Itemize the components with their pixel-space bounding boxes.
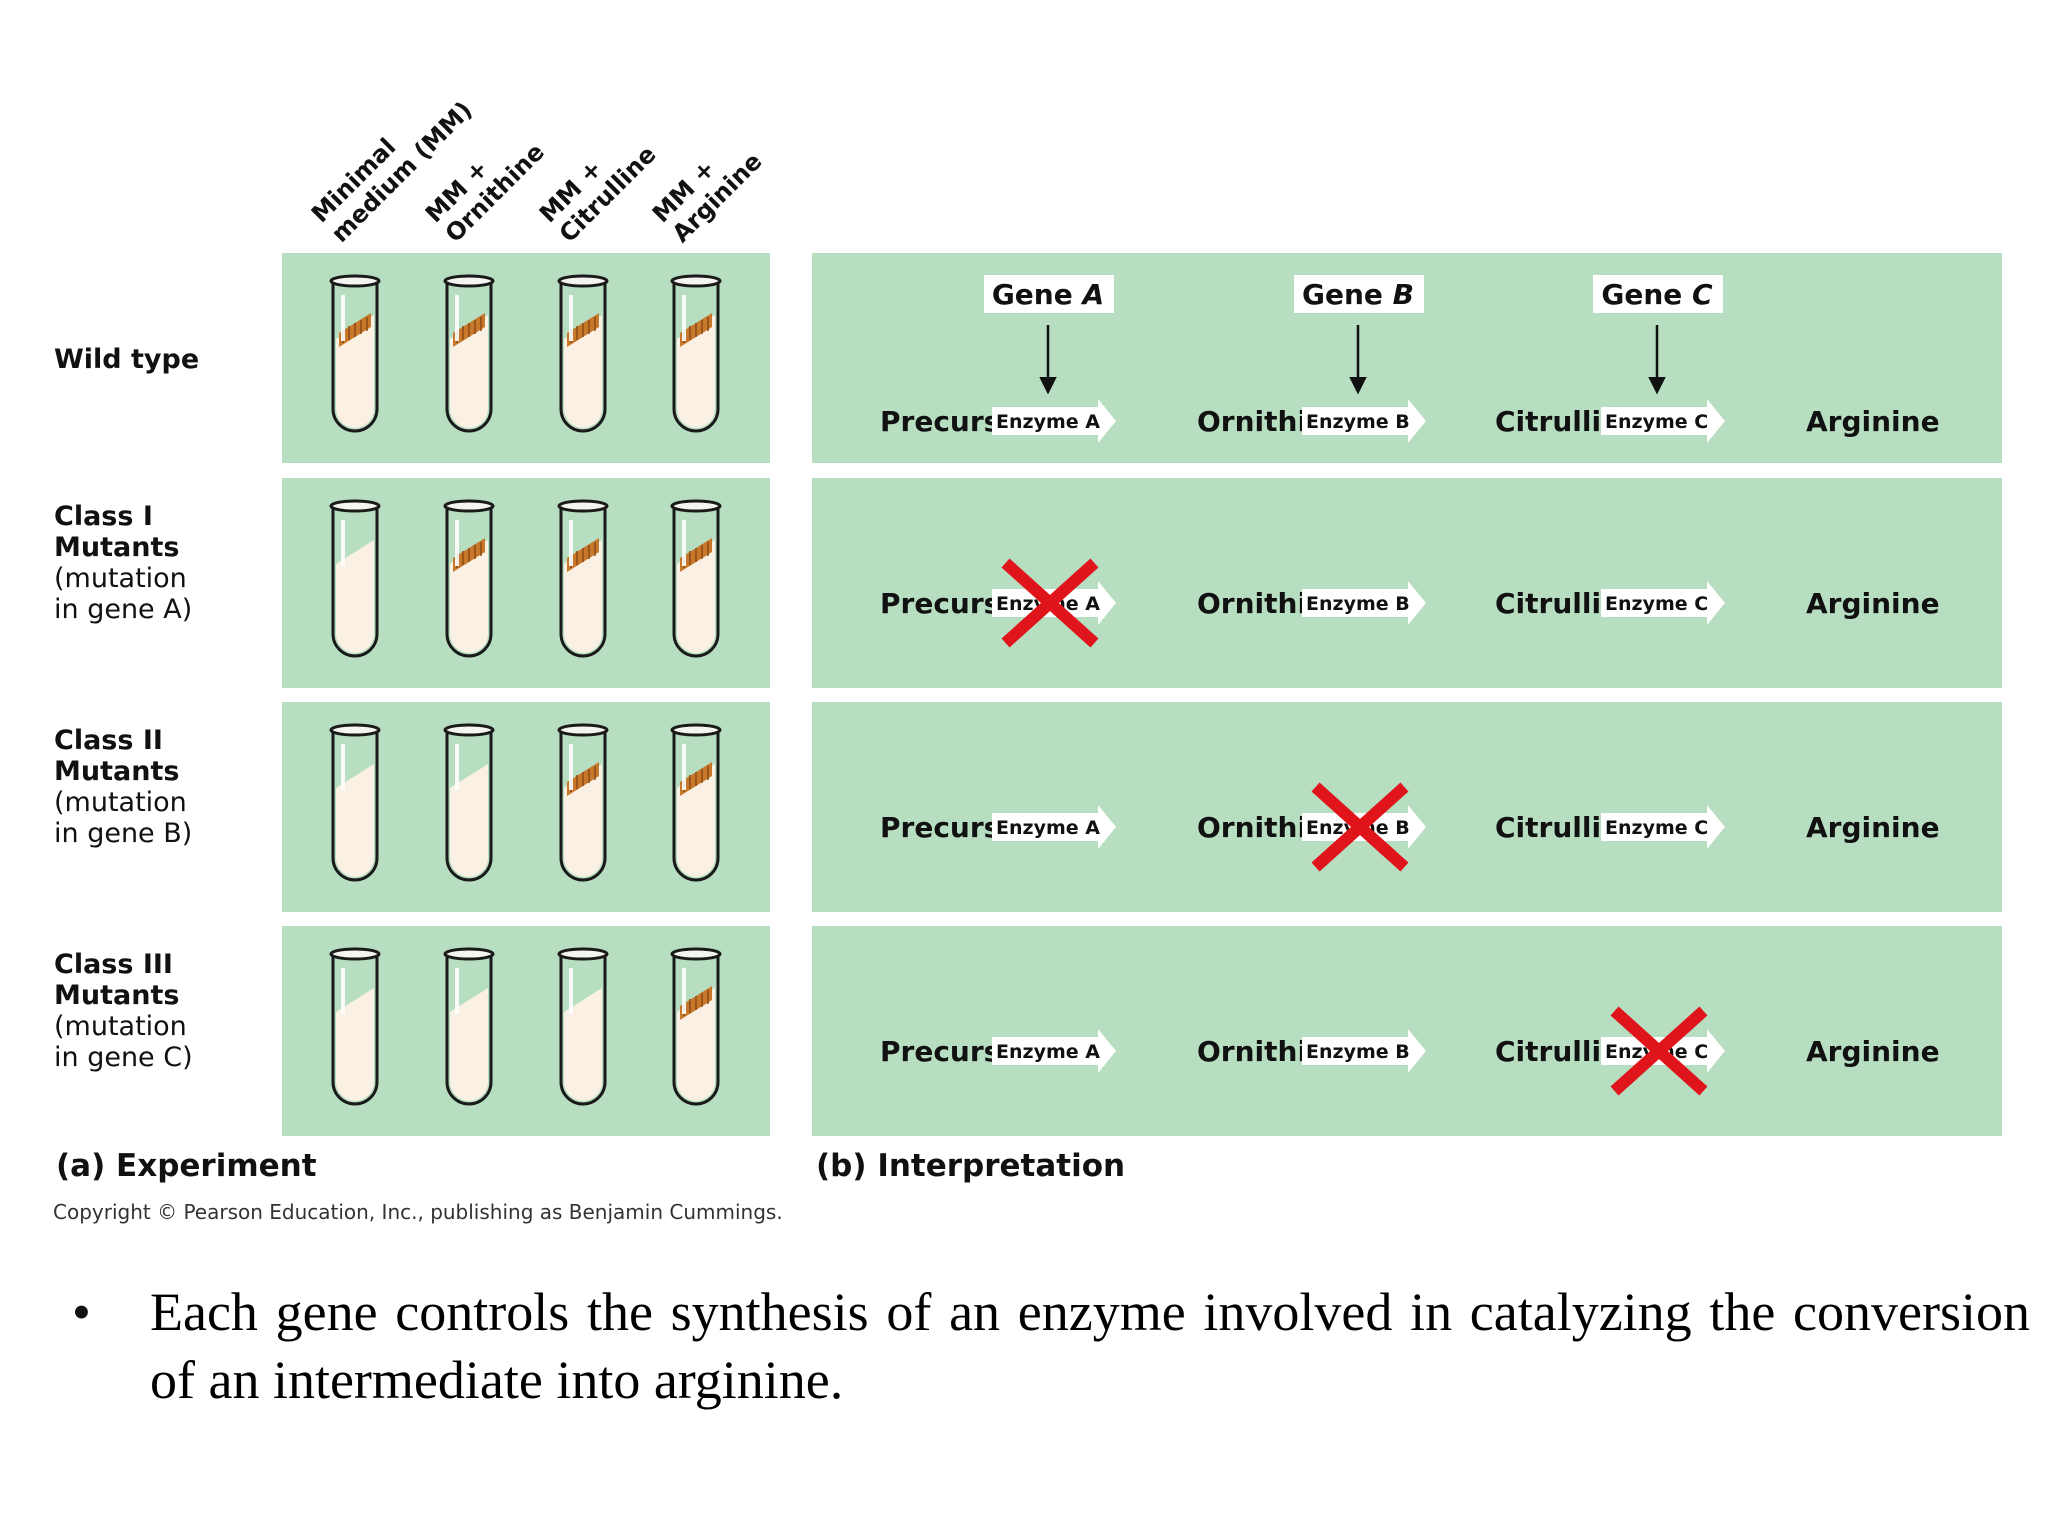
tube-no-growth [557, 947, 609, 1106]
tube-growth [443, 274, 495, 433]
tube-growth [670, 947, 722, 1106]
tube-no-growth [443, 947, 495, 1106]
tube-no-growth [443, 723, 495, 882]
row-label-line: (mutation [54, 787, 187, 818]
tube-growth [670, 723, 722, 882]
row-label-line: Class III [54, 949, 173, 980]
tube-growth [557, 723, 609, 882]
svg-text:Gene A: Gene A [992, 278, 1104, 311]
bullet-symbol: • [72, 1282, 91, 1342]
row-label-line: Class II [54, 725, 163, 756]
tube-growth [670, 499, 722, 658]
row-label-line: (mutation [54, 1011, 187, 1042]
row-label-line: Mutants [54, 532, 179, 563]
enzyme-label: Enzyme B [1306, 1041, 1410, 1063]
test-tubes [329, 274, 722, 1106]
enzyme-label: Enzyme B [1306, 593, 1410, 615]
interpretation-row-panel [812, 926, 2002, 1136]
tube-growth [670, 274, 722, 433]
gene-labels: Gene A Gene B Gene C [984, 275, 1723, 395]
enzyme-arrow: Enzyme B [1302, 399, 1426, 443]
enzyme-arrow: Enzyme B [1302, 1029, 1426, 1073]
tube-growth [329, 274, 381, 433]
enzyme-label: Enzyme A [996, 1041, 1100, 1063]
row-label-line: Mutants [54, 756, 179, 787]
tube-growth [557, 274, 609, 433]
experiment-caption: (a) Experiment [56, 1148, 317, 1184]
compound-arginine: Arginine [1806, 811, 1940, 844]
enzyme-arrow: Enzyme C [1601, 399, 1725, 443]
enzyme-arrow: Enzyme C [1601, 1006, 1725, 1096]
row-label-line: in gene B) [54, 818, 192, 849]
svg-text:Gene B: Gene B [1302, 278, 1414, 311]
enzyme-label: Enzyme A [996, 411, 1100, 433]
enzyme-label: Enzyme C [1605, 593, 1708, 615]
row-label-line: Wild type [54, 344, 199, 375]
column-header: MM +Arginine [647, 147, 768, 248]
enzyme-label: Enzyme C [1605, 411, 1708, 433]
tube-no-growth [329, 499, 381, 658]
enzyme-arrow: Enzyme A [992, 805, 1116, 849]
svg-text:Gene C: Gene C [1601, 278, 1713, 311]
enzyme-arrow: Enzyme C [1601, 581, 1725, 625]
compound-arginine: Arginine [1806, 587, 1940, 620]
gene-label: Gene C [1593, 275, 1723, 395]
enzyme-label: Enzyme B [1306, 411, 1410, 433]
enzyme-arrow: Enzyme A [992, 558, 1116, 648]
tube-growth [443, 499, 495, 658]
compound-arginine: Arginine [1806, 1035, 1940, 1068]
tube-no-growth [329, 947, 381, 1106]
tube-no-growth [329, 723, 381, 882]
enzyme-arrow: Enzyme A [992, 399, 1116, 443]
row-label-line: (mutation [54, 563, 187, 594]
interpretation-caption: (b) Interpretation [816, 1148, 1125, 1184]
enzyme-arrow: Enzyme A [992, 1029, 1116, 1073]
tube-growth [557, 499, 609, 658]
enzyme-arrow: Enzyme B [1302, 581, 1426, 625]
interpretation-panels [812, 253, 2002, 1136]
interpretation-row-panel [812, 478, 2002, 688]
gene-label: Gene B [1294, 275, 1424, 395]
enzyme-label: Enzyme A [996, 817, 1100, 839]
gene-label: Gene A [984, 275, 1114, 395]
row-label-line: in gene A) [54, 594, 192, 625]
row-label-line: Class I [54, 501, 153, 532]
column-header: MM +Citrulline [534, 140, 661, 248]
copyright-notice: Copyright © Pearson Education, Inc., pub… [53, 1200, 783, 1224]
enzyme-label: Enzyme C [1605, 817, 1708, 839]
row-label-line: Mutants [54, 980, 179, 1011]
row-label-line: in gene C) [54, 1042, 193, 1073]
enzyme-arrow: Enzyme C [1601, 805, 1725, 849]
bullet-text: Each gene controls the synthesis of an e… [150, 1282, 2030, 1410]
enzyme-arrow: Enzyme B [1302, 782, 1426, 872]
interpretation-row-panel [812, 702, 2002, 912]
compound-arginine: Arginine [1806, 405, 1940, 438]
